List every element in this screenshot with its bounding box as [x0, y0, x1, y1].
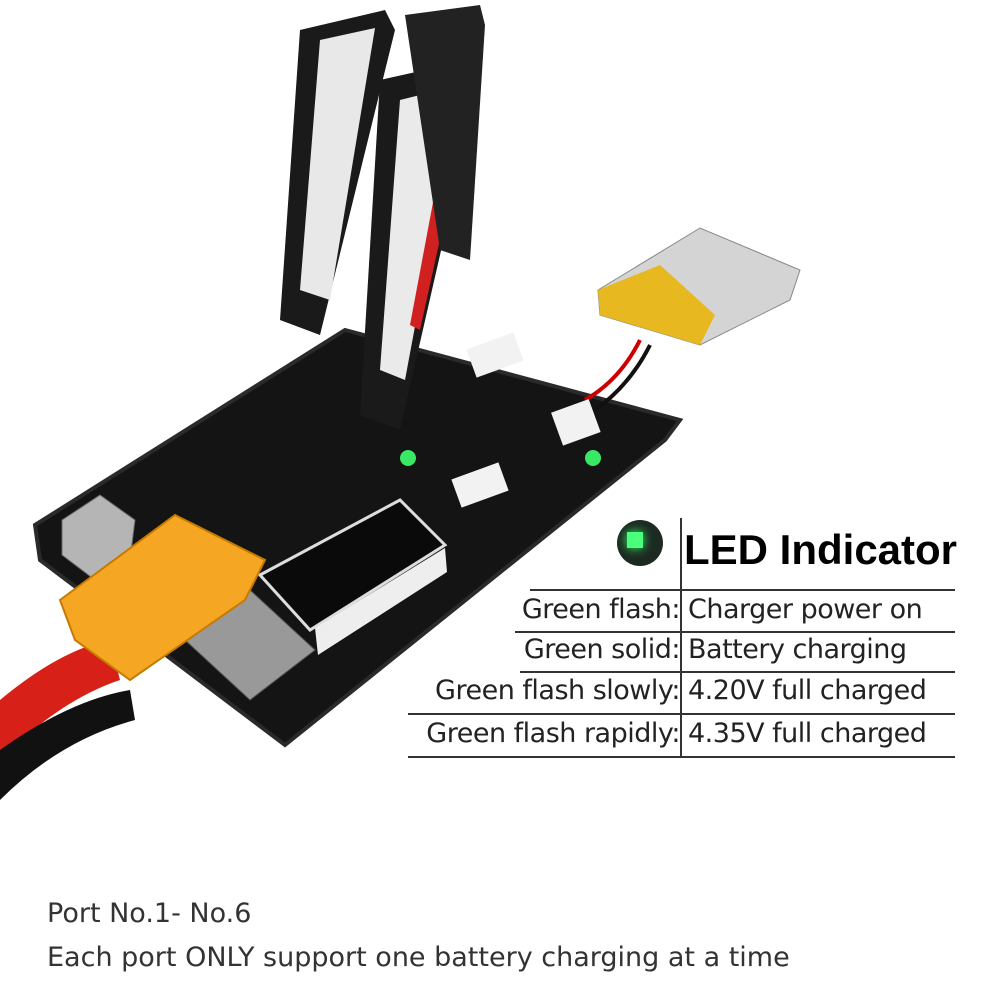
voltage-display [257, 498, 448, 632]
table-rule [408, 713, 955, 715]
table-rule [520, 671, 955, 673]
table-row-state: Green flash: [521, 594, 681, 625]
battery-550mah-back [280, 10, 395, 335]
port-connector [551, 399, 601, 446]
footer-port-range: Port No.1- No.6 [47, 898, 252, 929]
small-lipo-battery [584, 227, 801, 412]
table-row-meaning: Charger power on [688, 594, 923, 625]
table-row-state: Green solid: [523, 634, 681, 665]
led-lit-icon [585, 450, 601, 466]
xt60-cable [0, 640, 120, 760]
table-row-meaning: 4.20V full charged [688, 675, 927, 706]
led-indicator-title: LED Indicator [684, 526, 958, 573]
xt60-connector [58, 513, 267, 682]
table-row-meaning: 4.35V full charged [688, 718, 927, 749]
table-row-state: Green flash rapidly: [426, 718, 680, 749]
table-rule [530, 589, 955, 591]
footer-port-note: Each port ONLY support one battery charg… [47, 942, 790, 973]
port-connector [451, 462, 509, 508]
led-lit-icon [400, 450, 416, 466]
table-row-meaning: Battery charging [688, 634, 907, 665]
table-row-state: Green flash slowly: [435, 675, 680, 706]
port-connector [466, 332, 524, 378]
battery-550mah-rear [405, 5, 485, 260]
led-closeup-icon [617, 520, 663, 566]
table-divider [680, 518, 682, 758]
table-rule [515, 631, 955, 633]
table-rule [408, 756, 955, 758]
